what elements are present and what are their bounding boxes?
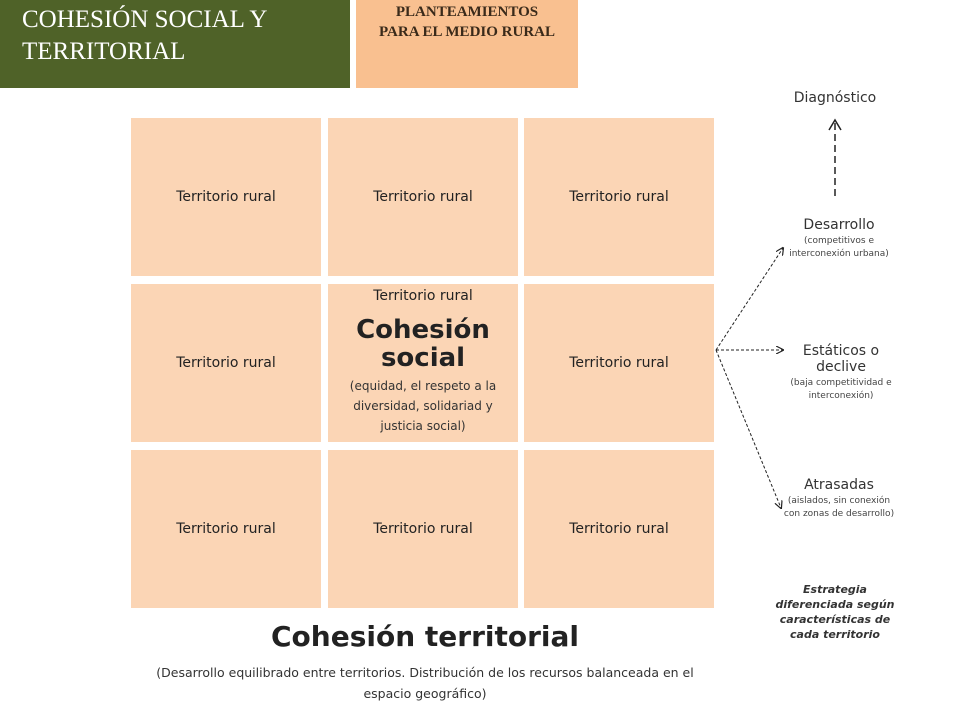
cohesion-social-title: Cohesión social: [356, 315, 490, 373]
cell-label: Territorio rural: [569, 521, 669, 537]
cohesion-territorial-description: (Desarrollo equilibrado entre territorio…: [156, 665, 694, 701]
desarrollo-title: Desarrollo: [803, 217, 875, 233]
desarrollo-detail: (competitivos e interconexión urbana): [789, 236, 889, 259]
arrow-to-atrasadas: [715, 349, 781, 508]
desarrollo-block: Desarrollo (competitivos e interconexión…: [780, 217, 898, 261]
territorio-rural-cell: Territorio rural: [328, 450, 518, 608]
atrasadas-title: Atrasadas: [804, 477, 874, 493]
cell-label: Territorio rural: [373, 189, 473, 205]
cell-label: Territorio rural: [176, 189, 276, 205]
cell-label: Territorio rural: [176, 355, 276, 371]
territorio-rural-cell: Territorio rural: [524, 284, 714, 442]
estaticos-block: Estáticos o declive (baja competitividad…: [784, 343, 898, 403]
cohesion-social-description: (equidad, el respeto a la diversidad, so…: [349, 379, 497, 433]
strategy-note: Estrategia diferenciada según caracterís…: [775, 583, 895, 641]
cohesion-territorial-title: Cohesión territorial: [271, 620, 579, 653]
territorio-rural-cell: Territorio rural: [524, 450, 714, 608]
territorio-rural-cell: Territorio rural: [524, 118, 714, 276]
diagnostico-label: Diagnóstico: [793, 90, 877, 106]
estaticos-detail: (baja competitividad e interconexión): [790, 378, 892, 401]
atrasadas-detail: (aislados, sin conexión con zonas de des…: [783, 496, 895, 519]
center-cell-label: Territorio rural: [373, 288, 473, 304]
territorio-rural-cell: Territorio rural: [131, 118, 321, 276]
arrow-to-desarrollo: [715, 248, 783, 351]
cell-label: Territorio rural: [176, 521, 276, 537]
main-title: COHESIÓN SOCIAL Y TERRITORIAL: [0, 0, 350, 88]
cell-label: Territorio rural: [569, 355, 669, 371]
territorio-rural-cell: Territorio rural: [328, 118, 518, 276]
center-cell-cohesion-social: Territorio rural Cohesión social (equida…: [328, 284, 518, 442]
territorio-rural-cell: Territorio rural: [131, 450, 321, 608]
atrasadas-block: Atrasadas (aislados, sin conexión con zo…: [780, 477, 898, 521]
estaticos-title: Estáticos o declive: [802, 343, 880, 375]
cell-label: Territorio rural: [373, 521, 473, 537]
cell-label: Territorio rural: [569, 189, 669, 205]
subtitle: PLANTEAMIENTOS PARA EL MEDIO RURAL: [356, 0, 578, 88]
territorio-rural-cell: Territorio rural: [131, 284, 321, 442]
arrow-head-diagnostico: [828, 118, 842, 131]
